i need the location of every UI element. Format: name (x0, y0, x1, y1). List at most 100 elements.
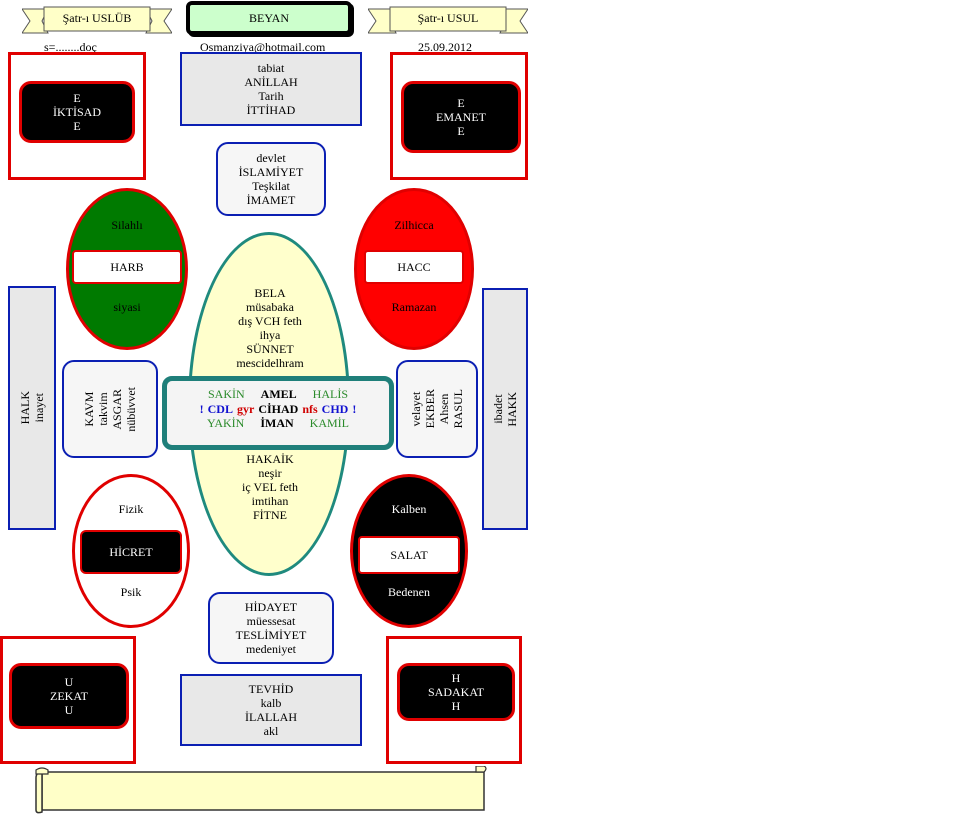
box-line: RASUL (451, 389, 465, 429)
left-side-bar: HALK inayet (8, 286, 56, 530)
iktisad-box: E İKTİSAD E (19, 81, 135, 143)
sakin-text: SAKİN (207, 387, 245, 401)
corner-text: E (457, 96, 465, 110)
box-line: TESLİMİYET (235, 628, 307, 642)
halis-text: HALİS (312, 387, 348, 401)
cdl-text: CDL (207, 402, 233, 416)
hacc-bottom-label: Ramazan (391, 300, 437, 314)
oval-line: mescidelhram (236, 356, 304, 370)
right-ribbon-shape (368, 6, 528, 34)
box-line: devlet (256, 151, 286, 165)
oval-line: dış VCH feth (238, 314, 302, 328)
exclaim-right: ! (352, 402, 357, 416)
left-side-text: HALK inayet (18, 391, 46, 424)
harb-top-label: Silahlı (111, 218, 143, 232)
chd-text: CHD (321, 402, 349, 416)
corner-text: E (73, 91, 81, 105)
bottom-mid-box: HİDAYET müessesat TESLİMİYET medeniyet (208, 592, 334, 664)
corner-text: U (64, 675, 74, 689)
box-line: kalb (260, 696, 282, 710)
box-line: KAVM (82, 391, 96, 427)
email-text: Osmanziya@hotmail.com (200, 40, 326, 54)
center-oval-upper: BELA müsabaka dış VCH feth ihya SÜNNET m… (200, 286, 340, 370)
hacc-label: HACC (397, 260, 431, 274)
box-line: takvim (96, 392, 110, 426)
box-line: TEVHİD (248, 682, 294, 696)
zekat-box: U ZEKAT U (9, 663, 129, 729)
left-ribbon-shape (22, 6, 172, 34)
corner-title: İKTİSAD (53, 105, 101, 119)
box-line: İMAMET (246, 193, 296, 207)
oval-line: SÜNNET (246, 342, 294, 356)
box-line: Teşkilat (252, 179, 290, 193)
hicret-box: HİCRET (80, 530, 182, 574)
box-line: EKBER (423, 389, 437, 429)
oval-line: FİTNE (253, 508, 287, 522)
kavm-box: KAVM takvim ASGAR nübüvvet (62, 360, 158, 458)
iman-text: İMAN (260, 416, 294, 430)
bottom-left-corner: U ZEKAT U (0, 636, 136, 764)
corner-title: SADAKAT (427, 685, 484, 699)
center-cihad-box: SAKİN AMEL HALİS ! CDL gyr CİHAD nfs CHD… (162, 376, 394, 450)
box-line: medeniyet (246, 642, 296, 656)
page-title: BEYAN (248, 11, 289, 25)
box-line: İSLAMİYET (238, 165, 304, 179)
right-side-bar: ibadet HAKK (482, 288, 528, 530)
ibadet-text: ibadet (491, 394, 505, 424)
hicret-bottom-label: Psik (120, 585, 142, 599)
top-left-corner: E İKTİSAD E (8, 52, 146, 180)
halk-text: HALK (18, 391, 32, 425)
bottom-scroll (35, 766, 487, 814)
velayet-box: velayet EKBER Ahsen RASUL (396, 360, 478, 458)
box-line: ASGAR (110, 388, 124, 430)
date-text: 25.09.2012 (418, 40, 472, 54)
box-line: Ahsen (437, 393, 451, 425)
hicret-top-label: Fizik (118, 502, 144, 516)
oval-line: imtihan (251, 494, 289, 508)
inayet-text: inayet (32, 393, 46, 423)
harb-label: HARB (110, 260, 144, 274)
yakin-text: YAKİN (207, 416, 245, 430)
center-oval-lower: HAKAİK neşir iç VEL feth imtihan FİTNE (200, 452, 340, 522)
left-subtitle: s=........doç (44, 40, 97, 54)
corner-text: H (451, 671, 461, 685)
top-box: tabiat ANİLLAH Tarih İTTİHAD (180, 52, 362, 126)
corner-text: E (457, 124, 465, 138)
salat-top-label: Kalben (391, 502, 427, 516)
nfs-text: nfs (302, 402, 318, 416)
oval-line: müsabaka (246, 300, 294, 314)
sadakat-box: H SADAKAT H (397, 663, 515, 721)
oval-line: iç VEL feth (242, 480, 298, 494)
title-box: BEYAN (186, 1, 352, 35)
cihad-text: CİHAD (258, 402, 299, 416)
box-line: İTTİHAD (246, 103, 296, 117)
bottom-right-corner: H SADAKAT H (386, 636, 522, 764)
top-right-corner: E EMANET E (390, 52, 528, 180)
corner-text: E (73, 119, 81, 133)
box-line: akl (263, 724, 279, 738)
box-line: nübüvvet (124, 386, 138, 432)
kavm-text: KAVM takvim ASGAR nübüvvet (82, 387, 138, 432)
corner-title: EMANET (436, 110, 486, 124)
gyr-text: gyr (236, 402, 255, 416)
oval-line: HAKAİK (246, 452, 294, 466)
velayet-text: velayet EKBER Ahsen RASUL (409, 389, 465, 428)
right-ribbon-label: Şatr-ı USUL (417, 11, 479, 25)
hicret-label: HİCRET (109, 545, 153, 559)
hacc-box: HACC (364, 250, 464, 284)
cihad-row-2: ! CDL gyr CİHAD nfs CHD ! (167, 402, 389, 416)
box-line: ANİLLAH (244, 75, 298, 89)
cihad-row-3: YAKİN İMAN KAMİL (167, 416, 389, 430)
corner-title: ZEKAT (50, 689, 88, 703)
corner-text: H (451, 699, 461, 713)
harb-bottom-label: siyasi (113, 300, 141, 314)
bottom-box: TEVHİD kalb İLALLAH akl (180, 674, 362, 746)
hacc-top-label: Zilhicca (394, 218, 434, 232)
harb-box: HARB (72, 250, 182, 284)
emanet-box: E EMANET E (401, 81, 521, 153)
kamil-text: KAMİL (309, 416, 349, 430)
salat-bottom-label: Bedenen (388, 585, 430, 599)
right-side-text: ibadet HAKK (491, 392, 519, 427)
box-line: velayet (409, 391, 423, 427)
box-line: müessesat (246, 614, 296, 628)
